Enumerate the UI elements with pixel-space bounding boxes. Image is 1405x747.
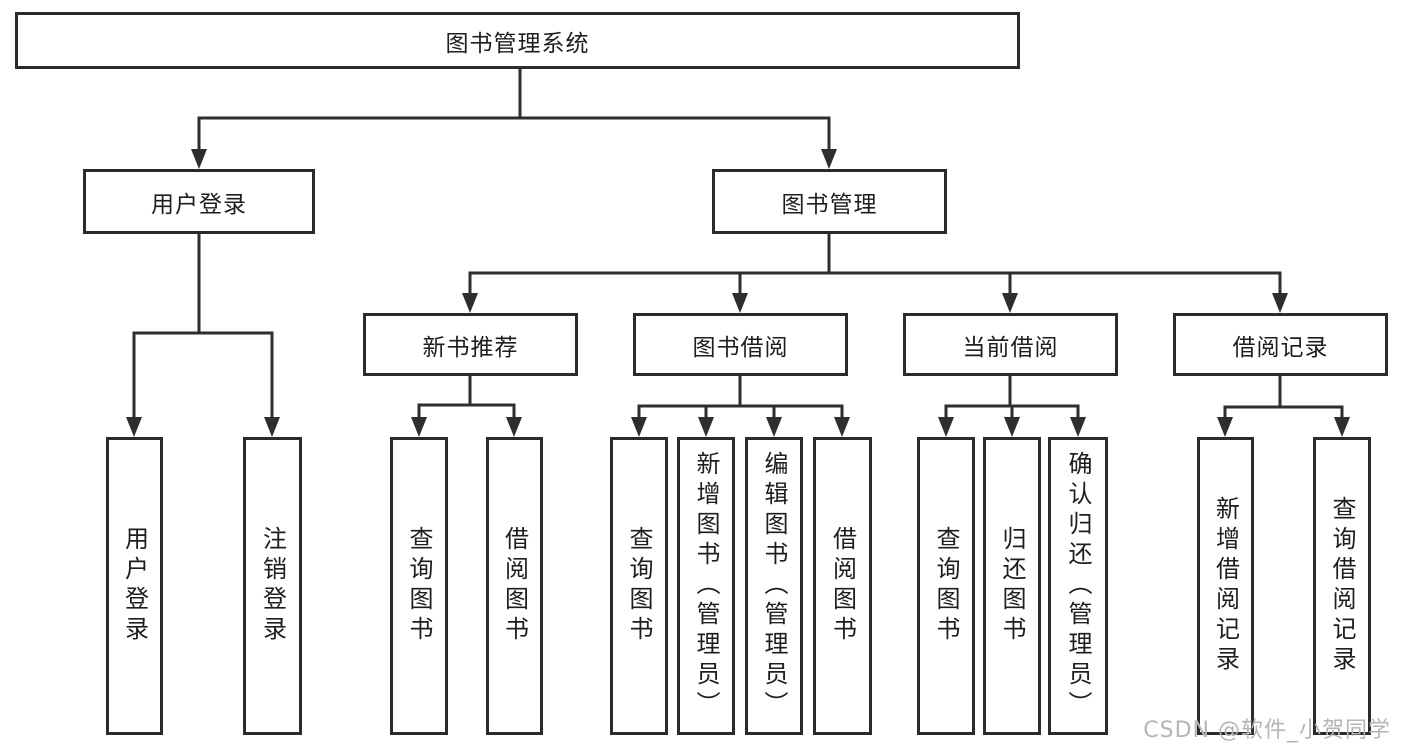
node-current-borrowing: 当前借阅 (903, 313, 1118, 376)
leaf-edit-books-admin: 编辑图书（管理员） (745, 437, 803, 735)
leaf-return-books: 归还图书 (983, 437, 1041, 735)
leaf-query-books-borrowing: 查询图书 (610, 437, 668, 735)
leaf-borrow-books-borrowing: 借阅图书 (813, 437, 872, 735)
leaf-add-borrow-record: 新增借阅记录 (1197, 437, 1254, 735)
leaf-logout: 注销登录 (243, 437, 302, 735)
leaf-add-books-admin: 新增图书（管理员） (677, 437, 735, 735)
node-book-borrowing: 图书借阅 (633, 313, 848, 376)
leaf-query-borrow-record: 查询借阅记录 (1313, 437, 1371, 735)
leaf-user-login: 用户登录 (106, 437, 163, 735)
node-new-book-recommend: 新书推荐 (363, 313, 578, 376)
node-book-management: 图书管理 (712, 169, 947, 234)
leaf-confirm-return-admin: 确认归还（管理员） (1048, 437, 1108, 735)
csdn-watermark: CSDN @软件_小贺同学 (1143, 718, 1391, 743)
leaf-query-books-recommend: 查询图书 (390, 437, 448, 735)
leaf-borrow-books-recommend: 借阅图书 (486, 437, 543, 735)
node-library-management-system: 图书管理系统 (15, 12, 1020, 69)
node-borrowing-records: 借阅记录 (1173, 313, 1388, 376)
leaf-query-books-current: 查询图书 (917, 437, 975, 735)
node-user-login: 用户登录 (83, 169, 315, 234)
